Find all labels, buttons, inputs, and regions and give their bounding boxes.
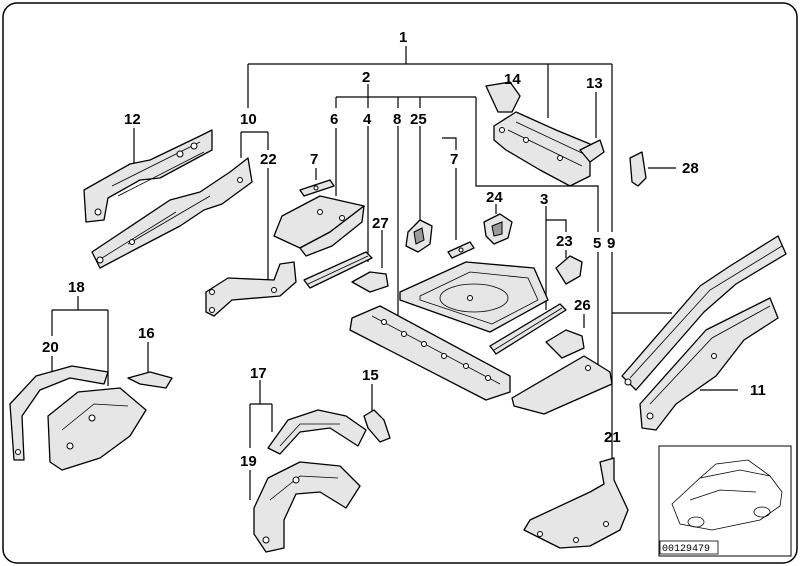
inset-code: 00129479	[662, 544, 710, 555]
label-5: 5	[593, 235, 601, 252]
label-6: 6	[330, 111, 338, 128]
inset-frame	[658, 445, 792, 557]
label-14: 14	[504, 71, 521, 88]
label-12: 12	[124, 111, 141, 128]
label-19: 19	[240, 453, 257, 470]
label-28: 28	[682, 160, 699, 177]
part-28-clip	[629, 151, 647, 187]
label-4: 4	[363, 111, 372, 128]
part-7-plate-right	[447, 241, 475, 259]
part-21-bracket	[523, 457, 629, 549]
part-5-lower-plate	[511, 355, 613, 415]
label-16: 16	[138, 325, 155, 342]
inset-car-floor-highlight	[689, 489, 757, 501]
part-floor-pan	[399, 261, 549, 333]
part-23-bracket	[555, 255, 583, 285]
part-26-bracket	[545, 329, 585, 359]
part-12-side-member	[83, 129, 213, 223]
label-7-left: 7	[310, 151, 318, 168]
part-9-right-side-member	[621, 235, 787, 391]
inset-rear-wheel	[753, 506, 771, 518]
part-4-sill-strip	[303, 251, 373, 289]
part-20-wheel-arch	[9, 365, 109, 461]
label-20: 20	[42, 339, 59, 356]
label-21: 21	[604, 429, 621, 446]
label-25: 25	[410, 111, 427, 128]
vehicle-inset: 00129479	[658, 445, 792, 557]
part-6-box-bracket	[273, 195, 365, 257]
label-23: 23	[556, 233, 573, 250]
label-22: 22	[260, 151, 277, 168]
part-18-wheelhouse	[47, 387, 147, 471]
label-9: 9	[607, 235, 615, 252]
label-10: 10	[240, 111, 257, 128]
inset-car-roof	[699, 459, 771, 479]
label-15: 15	[362, 367, 379, 384]
label-8: 8	[393, 111, 401, 128]
label-2: 2	[362, 69, 370, 86]
inset-code-box	[659, 540, 719, 555]
part-16-bracket	[127, 371, 173, 389]
part-19-wheelhouse-lower	[253, 461, 361, 553]
label-26: 26	[574, 297, 591, 314]
label-1: 1	[399, 29, 407, 46]
part-24-bracket	[483, 213, 513, 245]
part-15-bracket	[363, 409, 391, 443]
label-24: 24	[486, 189, 503, 206]
part-11-right-member	[639, 297, 779, 431]
inset-front-wheel	[687, 516, 705, 528]
part-25-clip	[405, 219, 433, 253]
part-3-rail	[489, 303, 567, 355]
part-labels: 1 2 3 4 5 6 7 7 8 9 10 11 12 13 14 15 16…	[42, 29, 766, 470]
label-18: 18	[68, 279, 85, 296]
part-17-wheelhouse-upper	[267, 409, 367, 455]
part-8-cross-member	[349, 305, 511, 401]
label-13: 13	[586, 75, 603, 92]
label-11: 11	[750, 382, 766, 399]
part-10-front-side-member	[91, 157, 253, 269]
part-7-plate-left	[299, 179, 335, 197]
label-7-right: 7	[450, 151, 458, 168]
label-17: 17	[250, 365, 267, 382]
part-27-bracket	[351, 271, 389, 293]
part-14-upper-member	[485, 81, 521, 113]
label-27: 27	[372, 215, 389, 232]
part-22-bracket	[205, 261, 297, 317]
label-3: 3	[540, 191, 548, 208]
part-13-upper-assembly	[493, 111, 605, 187]
